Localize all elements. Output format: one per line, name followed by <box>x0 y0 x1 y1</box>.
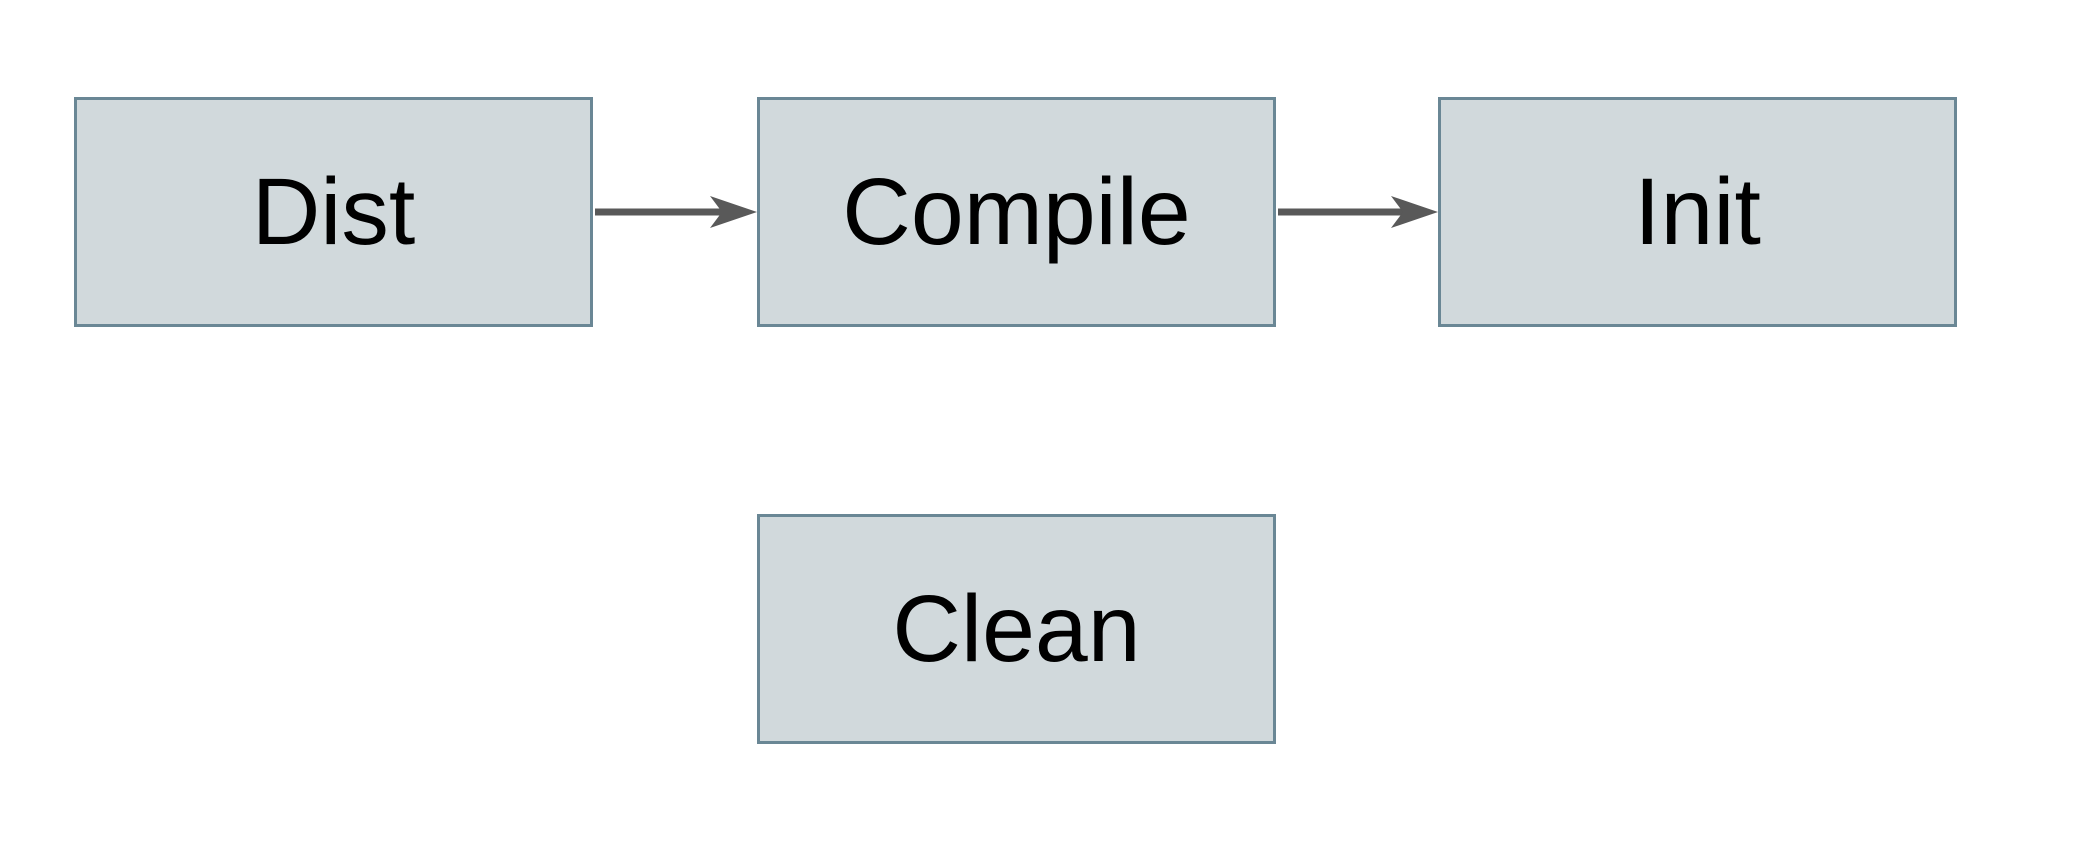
node-compile-label: Compile <box>842 158 1191 265</box>
arrowhead-icon <box>1391 196 1438 228</box>
node-dist-label: Dist <box>251 158 416 265</box>
arrowhead-icon <box>710 196 757 228</box>
node-compile: Compile <box>757 97 1276 327</box>
arrow-compile-to-init <box>1278 196 1438 228</box>
node-init-label: Init <box>1634 158 1761 265</box>
node-clean-label: Clean <box>892 575 1141 682</box>
node-clean: Clean <box>757 514 1276 744</box>
node-dist: Dist <box>74 97 593 327</box>
arrow-dist-to-compile <box>595 196 757 228</box>
node-init: Init <box>1438 97 1957 327</box>
